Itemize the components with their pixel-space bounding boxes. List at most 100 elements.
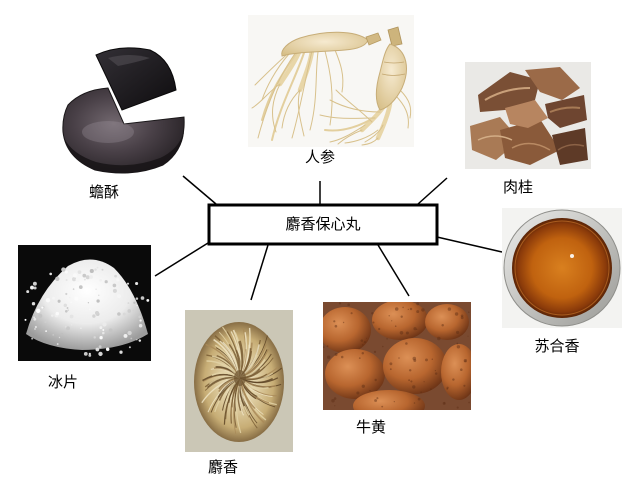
ginseng-hair: [361, 137, 379, 146]
bezoar-speckle: [334, 405, 336, 407]
bezoar-speckle: [460, 316, 464, 320]
center-node: 麝香保心丸: [207, 203, 439, 246]
bezoar-speckle: [356, 391, 360, 395]
bezoar-speckle: [454, 312, 459, 316]
borneol-crystal: [32, 281, 37, 286]
ingredient-chansu: 蟾酥: [62, 47, 185, 201]
ingredient-renshen: 人参: [248, 15, 414, 166]
borneol-crystal: [80, 327, 82, 330]
bezoar-speckle: [394, 325, 397, 327]
ginseng-right-rhizome: [387, 26, 403, 47]
suhexiang-photo: [502, 208, 622, 328]
bezoar-speckle: [413, 327, 417, 331]
borneol-crystals: [24, 266, 150, 357]
bezoar-speckle: [394, 307, 399, 311]
bezoar-speckle: [360, 339, 364, 342]
bezoar-speckle: [442, 401, 446, 405]
borneol-crystal: [89, 308, 91, 310]
borneol-crystal: [98, 351, 103, 357]
borneol-crystal: [105, 347, 110, 352]
bezoar-speckle: [334, 324, 338, 328]
bezoar-speckle: [431, 358, 434, 361]
musk-pod-center: [234, 370, 246, 386]
niuhuang-label: 牛黄: [356, 418, 386, 436]
storax-inner-ring: [514, 220, 610, 316]
borneol-crystal: [75, 277, 80, 282]
borneol-crystal: [72, 277, 77, 282]
borneol-crystal: [44, 320, 47, 324]
borneol-crystal: [69, 314, 74, 319]
borneol-crystal: [117, 312, 121, 316]
storax-liquid: [512, 218, 612, 318]
ingredient-bingpian: 冰片: [18, 245, 151, 391]
borneol-crystal: [82, 273, 87, 278]
bezoar-speckle: [456, 342, 459, 345]
borneol-crystal: [70, 323, 73, 326]
borneol-crystal: [135, 281, 139, 286]
bezoar-speckle: [388, 315, 390, 317]
borneol-crystal: [95, 347, 100, 352]
bezoar-speckle: [421, 308, 425, 312]
borneol-crystal: [133, 301, 136, 304]
bezoar-speckle: [464, 360, 467, 362]
borneol-crystal: [138, 339, 142, 342]
ginseng-hair: [335, 89, 373, 123]
bezoar-speckle: [331, 398, 335, 403]
borneol-crystal: [58, 336, 61, 339]
bezoar-speckle: [425, 358, 428, 362]
cinnamon-piece: [478, 72, 540, 112]
borneol-crystal: [34, 328, 36, 330]
toad-venom-edge: [64, 132, 184, 174]
borneol-crystal: [24, 318, 27, 321]
bezoar-speckle: [391, 320, 393, 322]
bezoar-speckle: [446, 386, 449, 389]
borneol-crystal: [146, 298, 150, 302]
bezoar-speckle: [369, 390, 371, 392]
niuhuang-photo: [323, 302, 471, 410]
bezoar-speckle: [342, 321, 345, 324]
borneol-crystal: [132, 309, 135, 312]
borneol-crystal: [108, 328, 113, 333]
bezoar-speckle: [460, 368, 463, 371]
bezoar-speckle: [363, 341, 366, 344]
bezoar-speckle: [412, 385, 416, 389]
borneol-crystal: [36, 308, 41, 313]
ginseng-ring: [383, 61, 405, 64]
cinnamon-curl: [557, 143, 585, 151]
borneol-crystal: [63, 303, 68, 308]
borneol-crystal: [67, 309, 69, 311]
shexiang-photo: [185, 310, 293, 452]
borneol-crystal: [122, 312, 126, 316]
ginseng-hair: [344, 129, 379, 144]
ginseng-hair: [329, 124, 366, 143]
borneol-crystal: [138, 324, 143, 328]
borneol-crystal: [64, 309, 68, 313]
borneol-crystal: [77, 270, 82, 274]
bezoar-speckle: [456, 345, 461, 349]
bezoar-speckles: [323, 302, 470, 409]
borneol-crystal: [72, 281, 75, 285]
bezoar-speckle: [468, 401, 470, 404]
connector-chansu: [182, 175, 217, 205]
borneol-crystal: [126, 282, 130, 285]
borneol-crystal: [96, 266, 99, 269]
cinnamon-piece: [505, 100, 548, 128]
borneol-crystal: [83, 278, 86, 281]
shexiang-label: 麝香: [208, 458, 238, 476]
bezoar-speckle: [334, 353, 338, 356]
borneol-crystal: [99, 326, 103, 330]
suhexiang-label: 苏合香: [534, 337, 579, 355]
cinnamon-piece: [500, 119, 560, 165]
ginseng-right-hairs: [319, 89, 412, 146]
ginseng-hair: [272, 83, 281, 133]
bezoar-speckle: [378, 327, 381, 331]
borneol-crystal: [136, 304, 138, 307]
borneol-crystal: [83, 352, 88, 356]
borneol-crystal: [99, 278, 103, 282]
chansu-photo: [62, 47, 185, 174]
toad-venom-highlight: [82, 121, 134, 143]
ginseng-left-body: [281, 31, 369, 57]
toad-venom-wedge-shine: [108, 55, 150, 66]
borneol-crystal: [74, 296, 79, 301]
bezoar-speckle: [350, 312, 353, 315]
